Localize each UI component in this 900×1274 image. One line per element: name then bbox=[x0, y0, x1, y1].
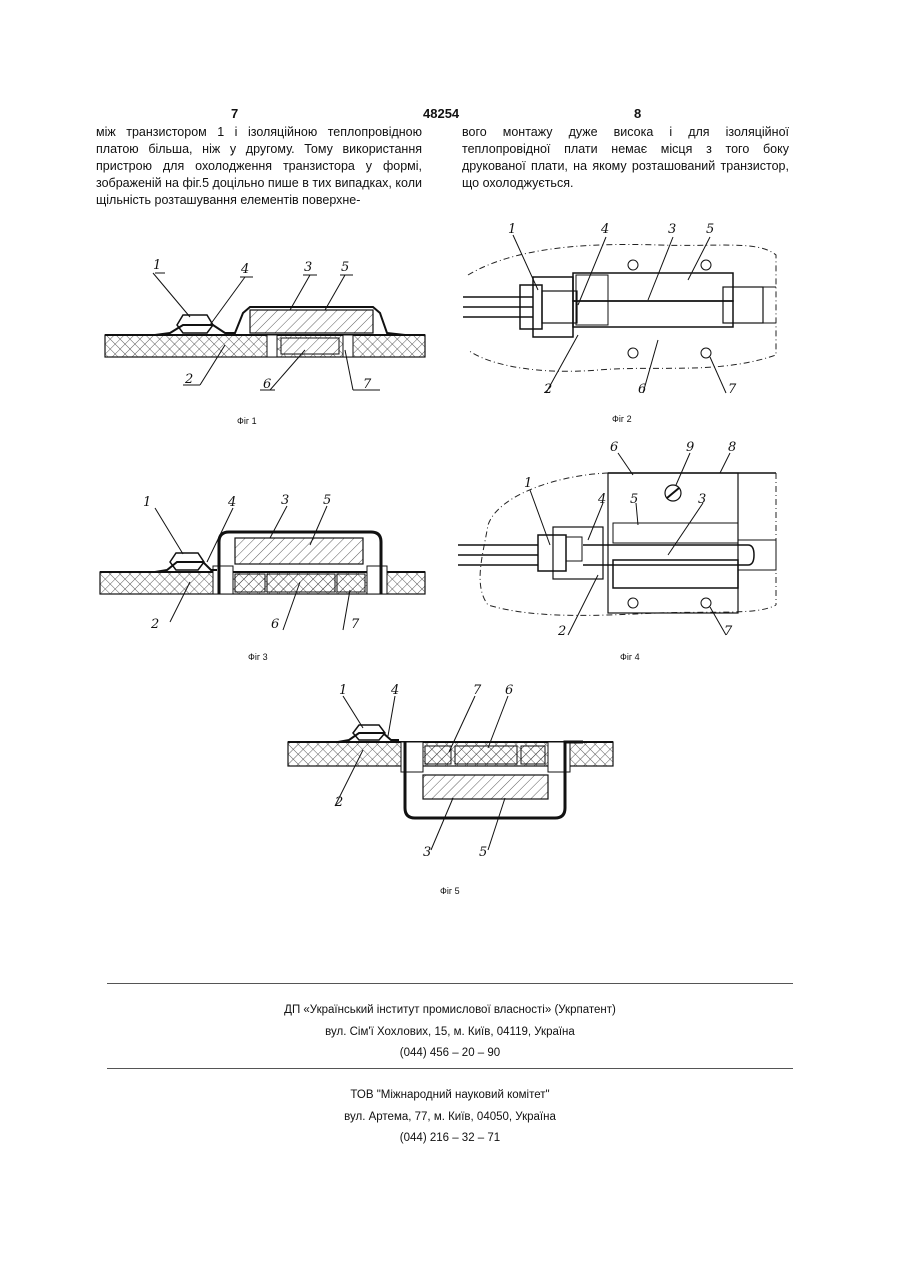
fig3-label-7: 7 bbox=[351, 617, 360, 632]
footer-org2-phone: (044) 216 – 32 – 71 bbox=[0, 1132, 900, 1144]
figure-4-drawing: 6 9 8 1 4 5 3 2 7 bbox=[458, 435, 788, 645]
fig5-label-6: 6 bbox=[505, 683, 513, 698]
fig5-label-2: 2 bbox=[334, 795, 343, 810]
footer-divider-top bbox=[107, 983, 793, 984]
fig2-label-3: 3 bbox=[668, 222, 676, 237]
fig5-label-4: 4 bbox=[390, 683, 399, 698]
fig3-label-6: 6 bbox=[271, 617, 279, 632]
fig4-label-6: 6 bbox=[610, 440, 618, 455]
footer-org1-name: ДП «Український інститут промислової вла… bbox=[0, 1004, 900, 1016]
fig2-label-4: 4 bbox=[600, 222, 609, 237]
fig1-label-7: 7 bbox=[363, 377, 372, 392]
fig2-label-2: 2 bbox=[543, 382, 552, 397]
fig4-label-8: 8 bbox=[728, 440, 736, 455]
figure-1-drawing: 1 4 3 5 2 6 7 bbox=[95, 255, 435, 405]
fig3-label-1: 1 bbox=[143, 495, 151, 510]
fig3-label-4: 4 bbox=[227, 495, 236, 510]
fig4-label-9: 9 bbox=[686, 440, 694, 455]
fig1-label-2: 2 bbox=[184, 372, 193, 387]
footer-divider-middle bbox=[107, 1068, 793, 1069]
fig1-label-1: 1 bbox=[153, 258, 161, 273]
figure-2-caption: Фіг 2 bbox=[612, 414, 632, 424]
footer-org1-address: вул. Сім'ї Хохлових, 15, м. Київ, 04119,… bbox=[0, 1026, 900, 1038]
fig1-label-6: 6 bbox=[263, 377, 271, 392]
fig2-label-5: 5 bbox=[706, 222, 714, 237]
fig1-label-4: 4 bbox=[240, 262, 249, 277]
figure-1-caption: Фіг 1 bbox=[237, 416, 257, 426]
fig3-label-3: 3 bbox=[281, 493, 289, 508]
fig4-label-1: 1 bbox=[524, 476, 532, 491]
fig3-label-2: 2 bbox=[150, 617, 159, 632]
figure-5-caption: Фіг 5 bbox=[440, 886, 460, 896]
figure-2-drawing: 1 4 3 5 2 6 7 bbox=[458, 215, 788, 405]
fig5-label-7: 7 bbox=[473, 683, 482, 698]
fig4-label-2: 2 bbox=[557, 624, 566, 639]
fig2-label-7: 7 bbox=[728, 382, 737, 397]
footer-org1-phone: (044) 456 – 20 – 90 bbox=[0, 1047, 900, 1059]
fig2-label-1: 1 bbox=[508, 222, 516, 237]
footer-org2-name: ТОВ "Міжнародний науковий комітет" bbox=[0, 1089, 900, 1101]
footer-org2-address: вул. Артема, 77, м. Київ, 04050, Україна bbox=[0, 1111, 900, 1123]
page-number-left: 7 bbox=[231, 106, 238, 121]
fig4-label-4: 4 bbox=[597, 492, 606, 507]
page-number-right: 8 bbox=[634, 106, 641, 121]
figure-3-drawing: 1 4 3 5 2 6 7 bbox=[95, 490, 435, 640]
fig5-label-3: 3 bbox=[423, 845, 431, 860]
figure-3-caption: Фіг 3 bbox=[248, 652, 268, 662]
fig4-label-5: 5 bbox=[630, 492, 638, 507]
left-column-text: між транзистором 1 і ізоляційною теплопр… bbox=[96, 124, 422, 209]
fig5-label-1: 1 bbox=[339, 683, 347, 698]
right-column-text: вого монтажу дуже висока і для ізоляційн… bbox=[462, 124, 789, 192]
figure-4-caption: Фіг 4 bbox=[620, 652, 640, 662]
figure-5-drawing: 1 4 7 6 2 3 5 bbox=[283, 680, 618, 865]
fig4-label-3: 3 bbox=[698, 492, 706, 507]
patent-number: 48254 bbox=[423, 106, 459, 121]
fig2-label-6: 6 bbox=[638, 382, 646, 397]
fig3-label-5: 5 bbox=[323, 493, 331, 508]
fig1-label-5: 5 bbox=[341, 260, 349, 275]
fig5-label-5: 5 bbox=[479, 845, 487, 860]
fig1-label-3: 3 bbox=[304, 260, 312, 275]
fig4-label-7: 7 bbox=[724, 624, 733, 639]
